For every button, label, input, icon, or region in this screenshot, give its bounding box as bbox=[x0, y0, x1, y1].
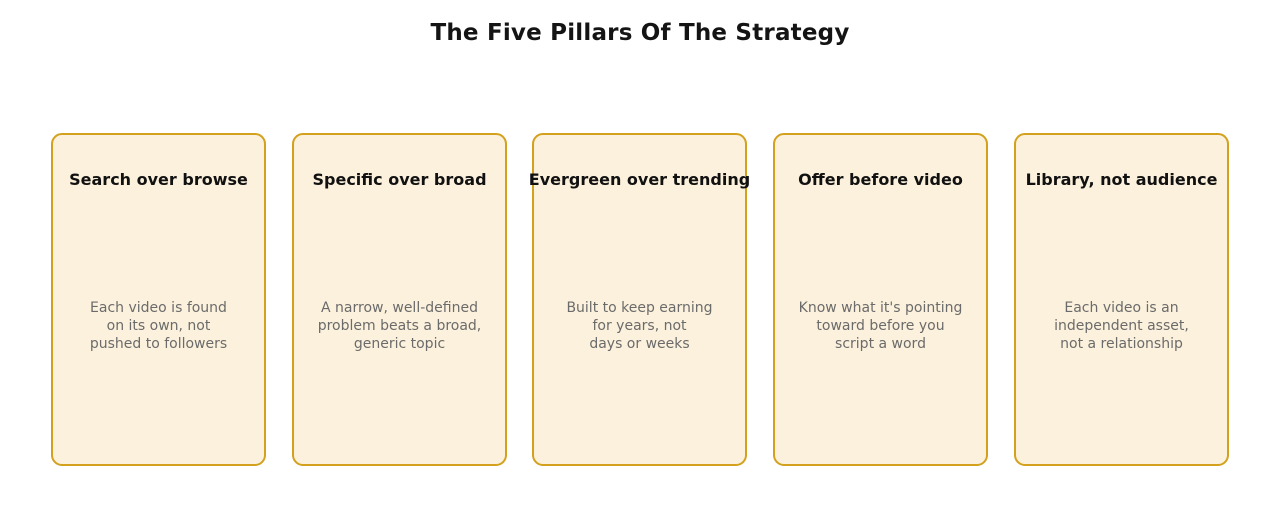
pillar-description-line: Know what it's pointing bbox=[798, 300, 963, 316]
pillar-description-line: independent asset, bbox=[1054, 318, 1189, 334]
pillar-description-line: days or weeks bbox=[589, 336, 690, 352]
pillar-card-library-not-audience: Library, not audience Each video is an i… bbox=[1014, 133, 1229, 466]
pillar-description: Each video is found on its own, not push… bbox=[53, 299, 264, 353]
pillar-card-evergreen-over-trending: Evergreen over trending Built to keep ea… bbox=[529, 133, 750, 466]
pillar-description-line: Each video is an bbox=[1064, 300, 1179, 316]
pillar-description-line: for years, not bbox=[592, 318, 687, 334]
pillar-title: Offer before video bbox=[798, 170, 963, 189]
pillar-description-line: toward before you bbox=[816, 318, 945, 334]
pillar-description-line: generic topic bbox=[353, 336, 446, 352]
pillar-description: Each video is an independent asset, not … bbox=[1016, 299, 1227, 353]
pillar-description: Built to keep earning for years, not day… bbox=[534, 299, 745, 353]
pillar-description-line: pushed to followers bbox=[89, 336, 228, 352]
diagram-title: The Five Pillars Of The Strategy bbox=[430, 20, 850, 46]
pillar-title: Search over browse bbox=[69, 170, 248, 189]
pillar-description-line: on its own, not bbox=[106, 318, 211, 334]
pillar-title: Evergreen over trending bbox=[528, 170, 751, 189]
pillar-description: A narrow, well-defined problem beats a b… bbox=[294, 299, 505, 353]
pillar-title: Library, not audience bbox=[1025, 170, 1218, 189]
pillar-card-specific-over-broad: Specific over broad A narrow, well-defin… bbox=[292, 133, 507, 466]
pillar-description: Know what it's pointing toward before yo… bbox=[775, 299, 986, 353]
pillar-card-offer-before-video: Offer before video Know what it's pointi… bbox=[773, 133, 988, 466]
pillar-description-line: script a word bbox=[835, 336, 926, 352]
pillar-title: Specific over broad bbox=[312, 170, 487, 189]
pillar-description-line: Built to keep earning bbox=[566, 300, 713, 316]
pillar-card-search-over-browse: Search over browse Each video is found o… bbox=[51, 133, 266, 466]
pillar-description-line: Each video is found bbox=[90, 300, 227, 316]
pillar-description-line: A narrow, well-defined bbox=[321, 300, 478, 316]
pillar-description-line: problem beats a broad, bbox=[317, 318, 482, 334]
pillar-description-line: not a relationship bbox=[1060, 336, 1183, 352]
